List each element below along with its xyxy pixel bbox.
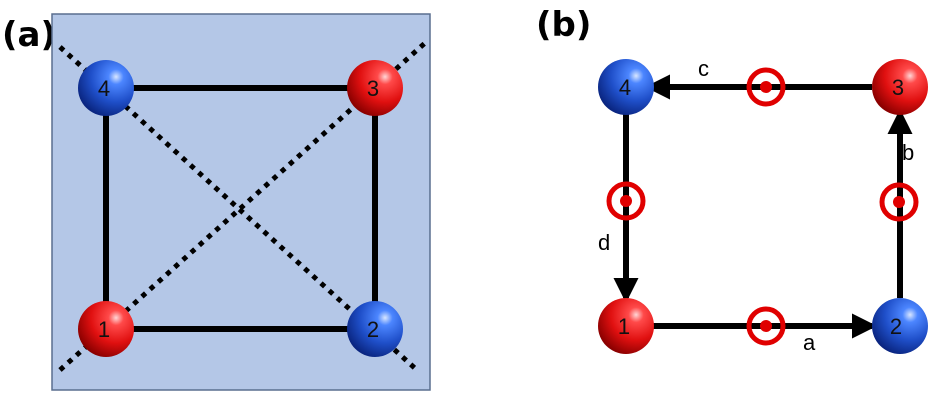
panel-b-label: (b): [536, 5, 591, 45]
circled-dot-marker-d: [606, 181, 646, 221]
circled-dot-marker-c: [746, 67, 786, 107]
atom-b-1-label: 1: [618, 314, 630, 339]
panel-a-label: (a): [2, 15, 56, 55]
atom-a-2: 2: [347, 301, 403, 357]
atom-a-4: 4: [78, 60, 134, 116]
edge-label-c: c: [698, 56, 709, 81]
atom-b-4-label: 4: [619, 75, 631, 100]
atom-a-3: 3: [347, 60, 403, 116]
edge-label-a: a: [803, 330, 816, 355]
atom-a-3-label: 3: [367, 76, 379, 101]
atom-a-4-label: 4: [98, 76, 110, 101]
atom-a-2-label: 2: [367, 317, 379, 342]
atom-b-4: 4: [598, 59, 654, 115]
atom-b-1: 1: [598, 298, 654, 354]
edge-label-b: b: [902, 140, 914, 165]
atom-b-2: 2: [872, 298, 928, 354]
atom-b-2-label: 2: [890, 314, 902, 339]
atom-a-1-label: 1: [98, 317, 110, 342]
atom-b-3-label: 3: [892, 75, 904, 100]
circled-dot-marker-b: [879, 182, 919, 222]
edge-label-d: d: [598, 230, 610, 255]
atom-a-1: 1: [78, 301, 134, 357]
atom-b-3: 3: [872, 59, 928, 115]
circled-dot-marker-a: [746, 306, 786, 346]
